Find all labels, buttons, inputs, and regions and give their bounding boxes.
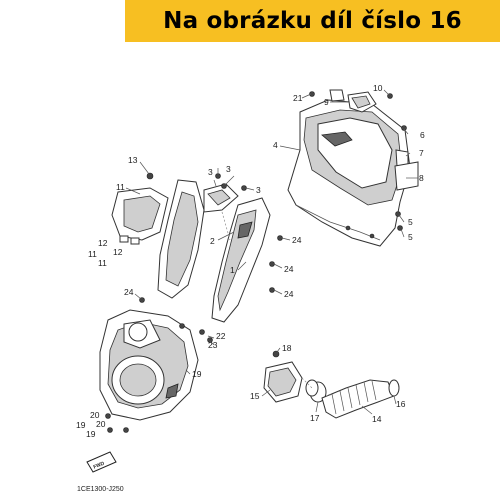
callout-7: 7 [419, 148, 424, 158]
callout-5a: 5 [408, 217, 413, 227]
callout-12a: 12 [98, 238, 108, 248]
callout-23: 23 [208, 340, 218, 350]
banner: Na obrázku díl číslo 16 [125, 0, 500, 42]
callout-22: 22 [216, 331, 226, 341]
callout-24c: 24 [284, 289, 294, 299]
part-11-front-cover [111, 187, 169, 245]
callout-2: 2 [210, 236, 215, 246]
callout-24d: 24 [124, 287, 134, 297]
part-1-side-cover [211, 197, 271, 323]
callout-16: 16 [396, 399, 406, 409]
part-center-bracket [157, 179, 205, 299]
callout-3b: 3 [226, 164, 231, 174]
part-9-10-bracket [329, 89, 377, 113]
callout-19a: 19 [192, 369, 202, 379]
callout-14: 14 [372, 414, 382, 424]
callout-11a: 11 [116, 182, 125, 192]
callout-21: 21 [293, 93, 303, 103]
callout-1: 1 [230, 265, 235, 275]
callout-3c: 3 [256, 185, 261, 195]
callout-20a: 20 [90, 410, 100, 420]
fwd-arrow-icon: FWD [86, 451, 117, 473]
fwd-label: FWD [93, 461, 106, 471]
callout-9: 9 [324, 97, 329, 107]
part-15-duct-holder [263, 361, 303, 403]
callout-11b: 11 [88, 249, 97, 259]
callout-19c: 19 [86, 429, 96, 439]
part-14-intake-hose [321, 379, 395, 419]
part-19-headlight-cover [99, 309, 199, 421]
callout-8: 8 [419, 173, 424, 183]
callout-18: 18 [282, 343, 292, 353]
callout-24a: 24 [292, 235, 302, 245]
callout-5b: 5 [408, 232, 413, 242]
callout-4: 4 [273, 140, 278, 150]
part-16-clamp [388, 379, 400, 397]
part-18-screw [272, 350, 280, 358]
callout-13: 13 [128, 155, 138, 165]
callout-17: 17 [310, 413, 320, 423]
leader-lines [125, 89, 418, 415]
part-3-bracket [203, 183, 239, 213]
callout-24b: 24 [284, 264, 294, 274]
callout-10: 10 [373, 83, 383, 93]
callout-labels: 21 10 9 6 7 8 4 5 5 13 3 3 3 11 2 24 24 … [76, 83, 425, 439]
fasteners [105, 91, 407, 433]
callout-3a: 3 [208, 167, 213, 177]
callout-11c: 11 [98, 258, 107, 268]
figure-code: 1CE1300-J250 [77, 486, 124, 493]
part-4-inner-panel [287, 99, 419, 247]
part-17-clamp [305, 379, 327, 403]
callout-19b: 19 [76, 420, 86, 430]
callout-20b: 20 [96, 419, 106, 429]
callout-6: 6 [420, 130, 425, 140]
callout-15: 15 [250, 391, 260, 401]
banner-text: Na obrázku díl číslo 16 [163, 8, 462, 34]
callout-12b: 12 [113, 247, 123, 257]
